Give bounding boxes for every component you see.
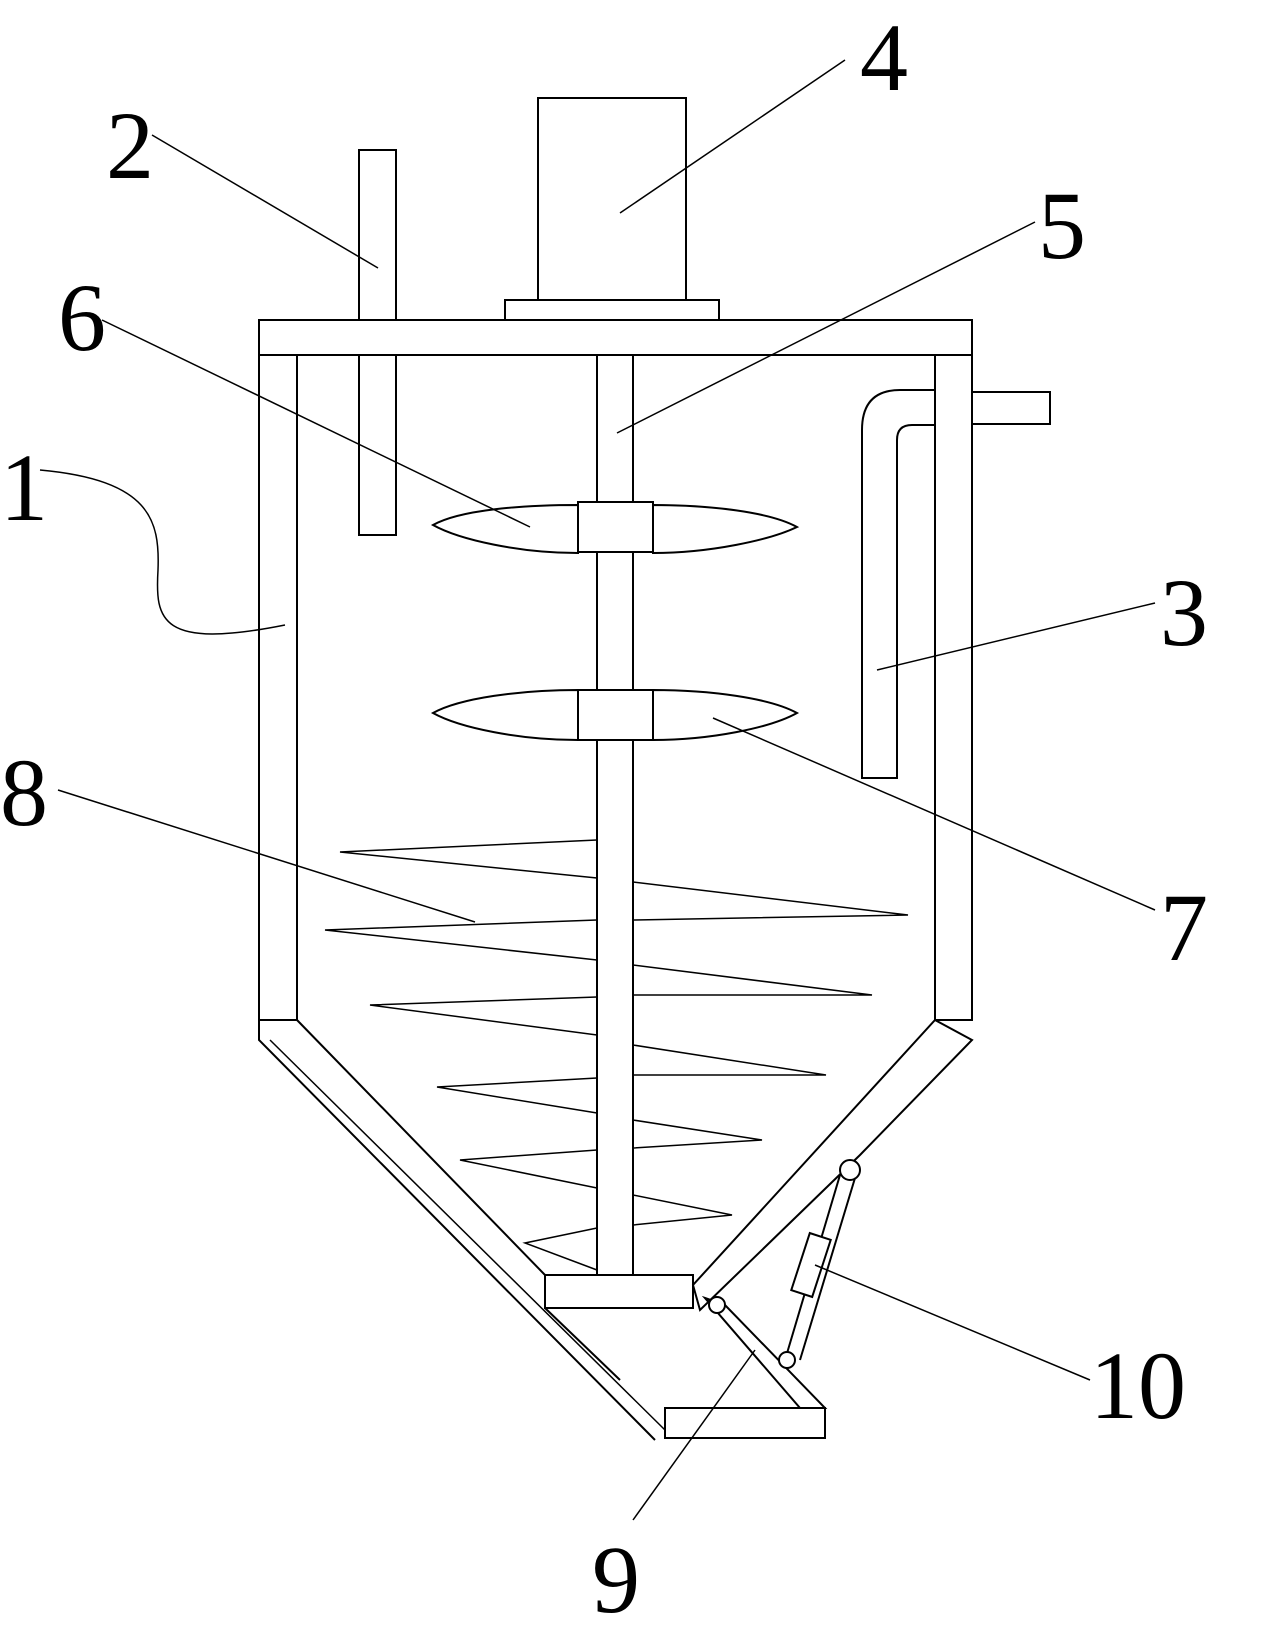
lower-blades [430, 688, 800, 742]
label-3: 3 [1160, 559, 1208, 666]
leader-lines [39, 59, 1156, 1521]
label-4: 4 [860, 4, 908, 111]
discharge-door [701, 1295, 828, 1409]
label-2: 2 [106, 92, 154, 199]
label-10: 10 [1090, 1332, 1186, 1439]
label-8: 8 [0, 739, 48, 846]
discharge-outlet [544, 1274, 826, 1439]
upper-blades [430, 501, 800, 555]
motor [504, 97, 720, 321]
feed-pipe [358, 149, 397, 536]
label-6: 6 [58, 264, 106, 371]
side-pipe [861, 389, 1051, 779]
label-7: 7 [1160, 874, 1208, 981]
hydraulic-cylinder [778, 1159, 861, 1369]
label-5: 5 [1038, 172, 1086, 279]
label-1: 1 [0, 434, 48, 541]
stirring-shaft [596, 354, 634, 1276]
spiral-ribbon [324, 839, 909, 1271]
label-9: 9 [592, 1526, 640, 1630]
